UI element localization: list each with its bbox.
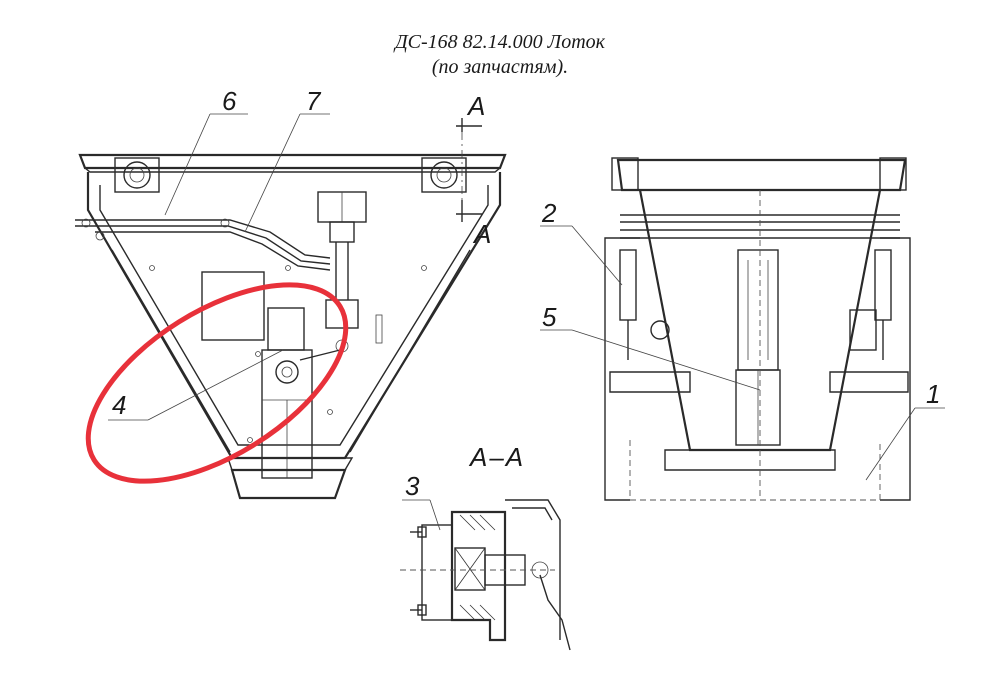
drawing-subtitle: (по запчастям). [431,56,569,78]
highlight-ellipse [85,282,349,484]
front-view-hopper [75,153,507,500]
callout-5: 5 [542,302,557,332]
callout-1: 1 [926,379,940,409]
section-marker-bottom-label: A [472,219,491,249]
section-marker-top-label: A [466,91,485,121]
callout-4: 4 [112,390,126,420]
section-view-label: A–A [468,442,525,472]
leader-line-3 [402,499,441,531]
callout-7: 7 [306,86,322,116]
section-aa-view [400,499,571,651]
section-marker-a [456,118,482,222]
leader-lines-side [540,225,945,481]
callout-6: 6 [222,86,237,116]
leader-lines-front [108,113,330,421]
callout-3: 3 [405,471,420,501]
drawing-title: ДС-168 82.14.000 Лоток [394,31,606,53]
side-view-hopper [604,157,911,501]
callout-2: 2 [541,198,557,228]
